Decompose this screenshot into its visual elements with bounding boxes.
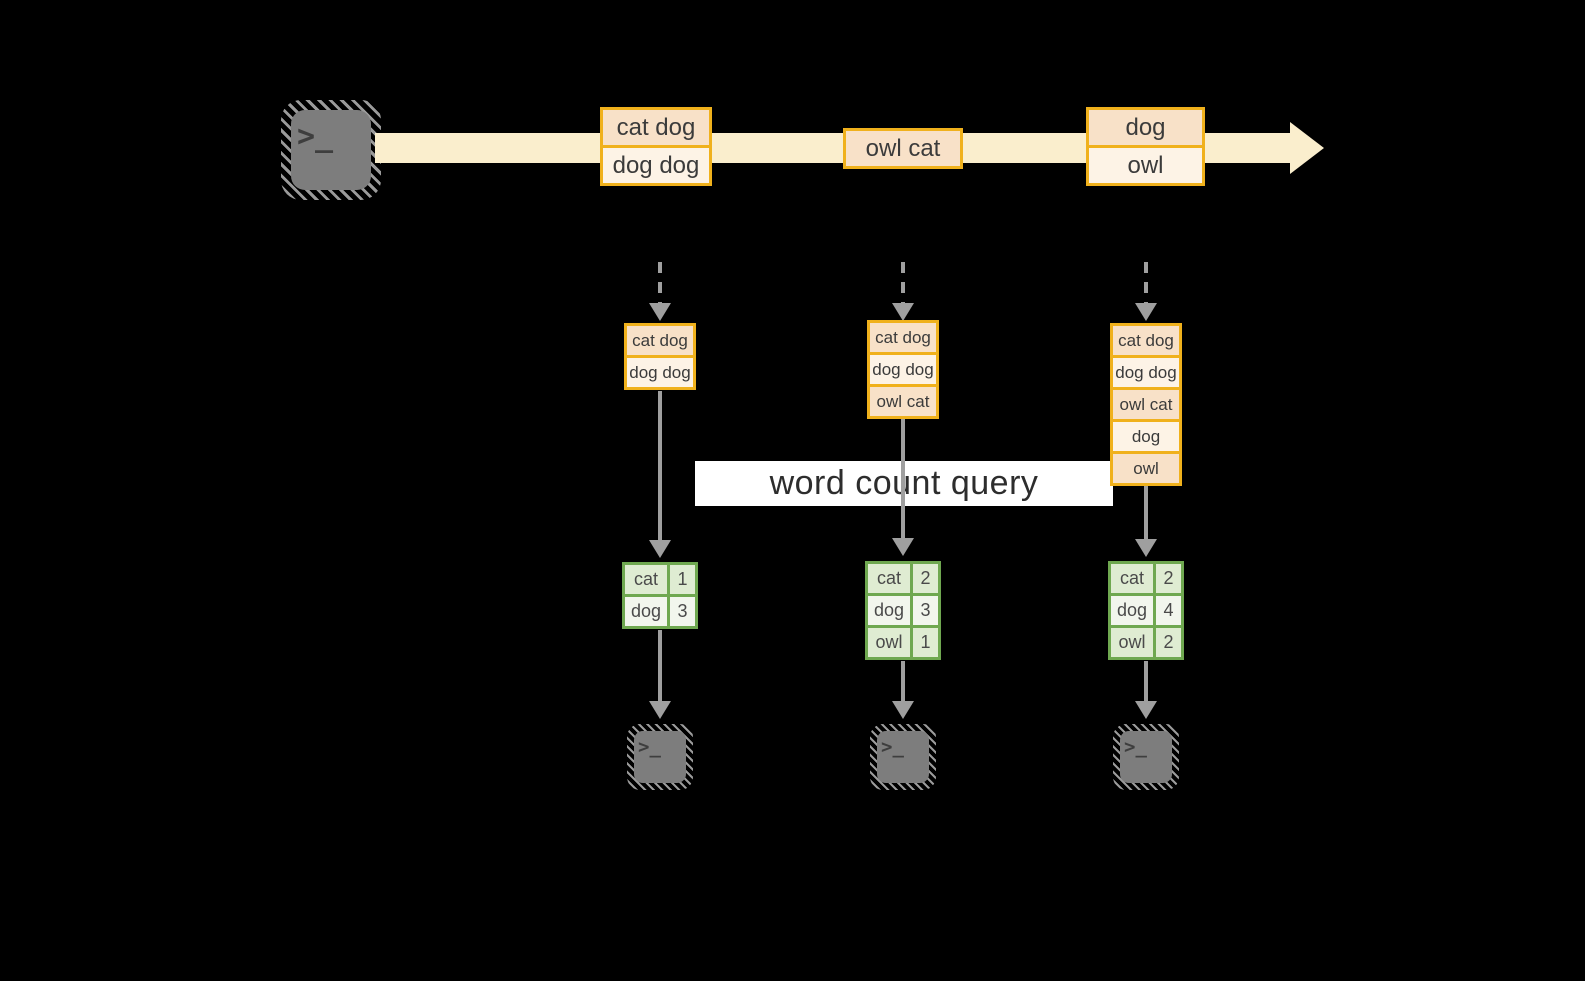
- terminal-icon: >_: [1113, 724, 1179, 790]
- terminal-icon: >_: [281, 100, 381, 200]
- buffer-row: owl cat: [1113, 390, 1179, 419]
- arrow-down-icon: [901, 419, 905, 539]
- count-value-cell: 2: [1156, 628, 1181, 657]
- buffer-row: cat dog: [870, 323, 936, 352]
- buffer-row: cat dog: [1113, 326, 1179, 355]
- terminal-prompt-icon: >_: [1124, 736, 1147, 758]
- record-buffer: cat dog dog dog owl cat dog owl: [1110, 323, 1182, 486]
- arrow-down-icon: [1144, 486, 1148, 540]
- arrow-down-dashed-icon: [658, 262, 662, 304]
- stream-batch-item: cat dog: [603, 110, 709, 145]
- arrow-down-dashed-head-icon: [892, 303, 914, 321]
- count-value-cell: 1: [670, 565, 695, 594]
- buffer-row: dog: [1113, 422, 1179, 451]
- arrow-down-head-icon: [649, 540, 671, 558]
- count-word-cell: dog: [625, 597, 667, 626]
- stream-batch: owl cat: [843, 128, 963, 169]
- arrow-down-head-icon: [1135, 701, 1157, 719]
- arrow-down-dashed-head-icon: [649, 303, 671, 321]
- count-value-cell: 1: [913, 628, 938, 657]
- arrow-down-dashed-icon: [901, 262, 905, 304]
- count-word-cell: dog: [1111, 596, 1153, 625]
- record-buffer: cat dog dog dog: [624, 323, 696, 390]
- arrow-down-dashed-head-icon: [1135, 303, 1157, 321]
- arrow-down-head-icon: [1135, 539, 1157, 557]
- arrow-down-icon: [1144, 661, 1148, 702]
- count-word-cell: cat: [625, 565, 667, 594]
- count-word-cell: cat: [1111, 564, 1153, 593]
- stream-batch-item: dog dog: [603, 148, 709, 183]
- count-value-cell: 4: [1156, 596, 1181, 625]
- count-word-cell: owl: [1111, 628, 1153, 657]
- count-value-cell: 2: [1156, 564, 1181, 593]
- terminal-prompt-icon: >_: [881, 736, 904, 758]
- buffer-row: cat dog: [627, 326, 693, 355]
- record-buffer: cat dog dog dog owl cat: [867, 320, 939, 419]
- count-word-cell: dog: [868, 596, 910, 625]
- terminal-screen: [634, 731, 686, 783]
- arrow-down-icon: [658, 391, 662, 541]
- stream-batch-item: dog: [1089, 110, 1202, 145]
- arrow-down-icon: [658, 630, 662, 702]
- count-value-cell: 2: [913, 564, 938, 593]
- buffer-row: owl: [1113, 454, 1179, 483]
- buffer-row: dog dog: [1113, 358, 1179, 387]
- count-value-cell: 3: [913, 596, 938, 625]
- terminal-screen: [1120, 731, 1172, 783]
- count-word-cell: owl: [868, 628, 910, 657]
- buffer-row: dog dog: [870, 355, 936, 384]
- stream-batch-item: owl cat: [846, 131, 960, 166]
- arrow-down-icon: [901, 661, 905, 702]
- terminal-screen: [291, 110, 371, 190]
- terminal-prompt-icon: >_: [297, 119, 334, 154]
- terminal-icon: >_: [627, 724, 693, 790]
- stream-arrowhead-icon: [1290, 122, 1324, 174]
- stream-batch-item: owl: [1089, 148, 1202, 183]
- terminal-icon: >_: [870, 724, 936, 790]
- arrow-down-head-icon: [892, 538, 914, 556]
- terminal-screen: [877, 731, 929, 783]
- buffer-row: dog dog: [627, 358, 693, 387]
- count-value-cell: 3: [670, 597, 695, 626]
- buffer-row: owl cat: [870, 387, 936, 416]
- arrow-down-dashed-icon: [1144, 262, 1148, 304]
- arrow-down-head-icon: [649, 701, 671, 719]
- arrow-down-head-icon: [892, 701, 914, 719]
- count-word-cell: cat: [868, 564, 910, 593]
- terminal-prompt-icon: >_: [638, 736, 661, 758]
